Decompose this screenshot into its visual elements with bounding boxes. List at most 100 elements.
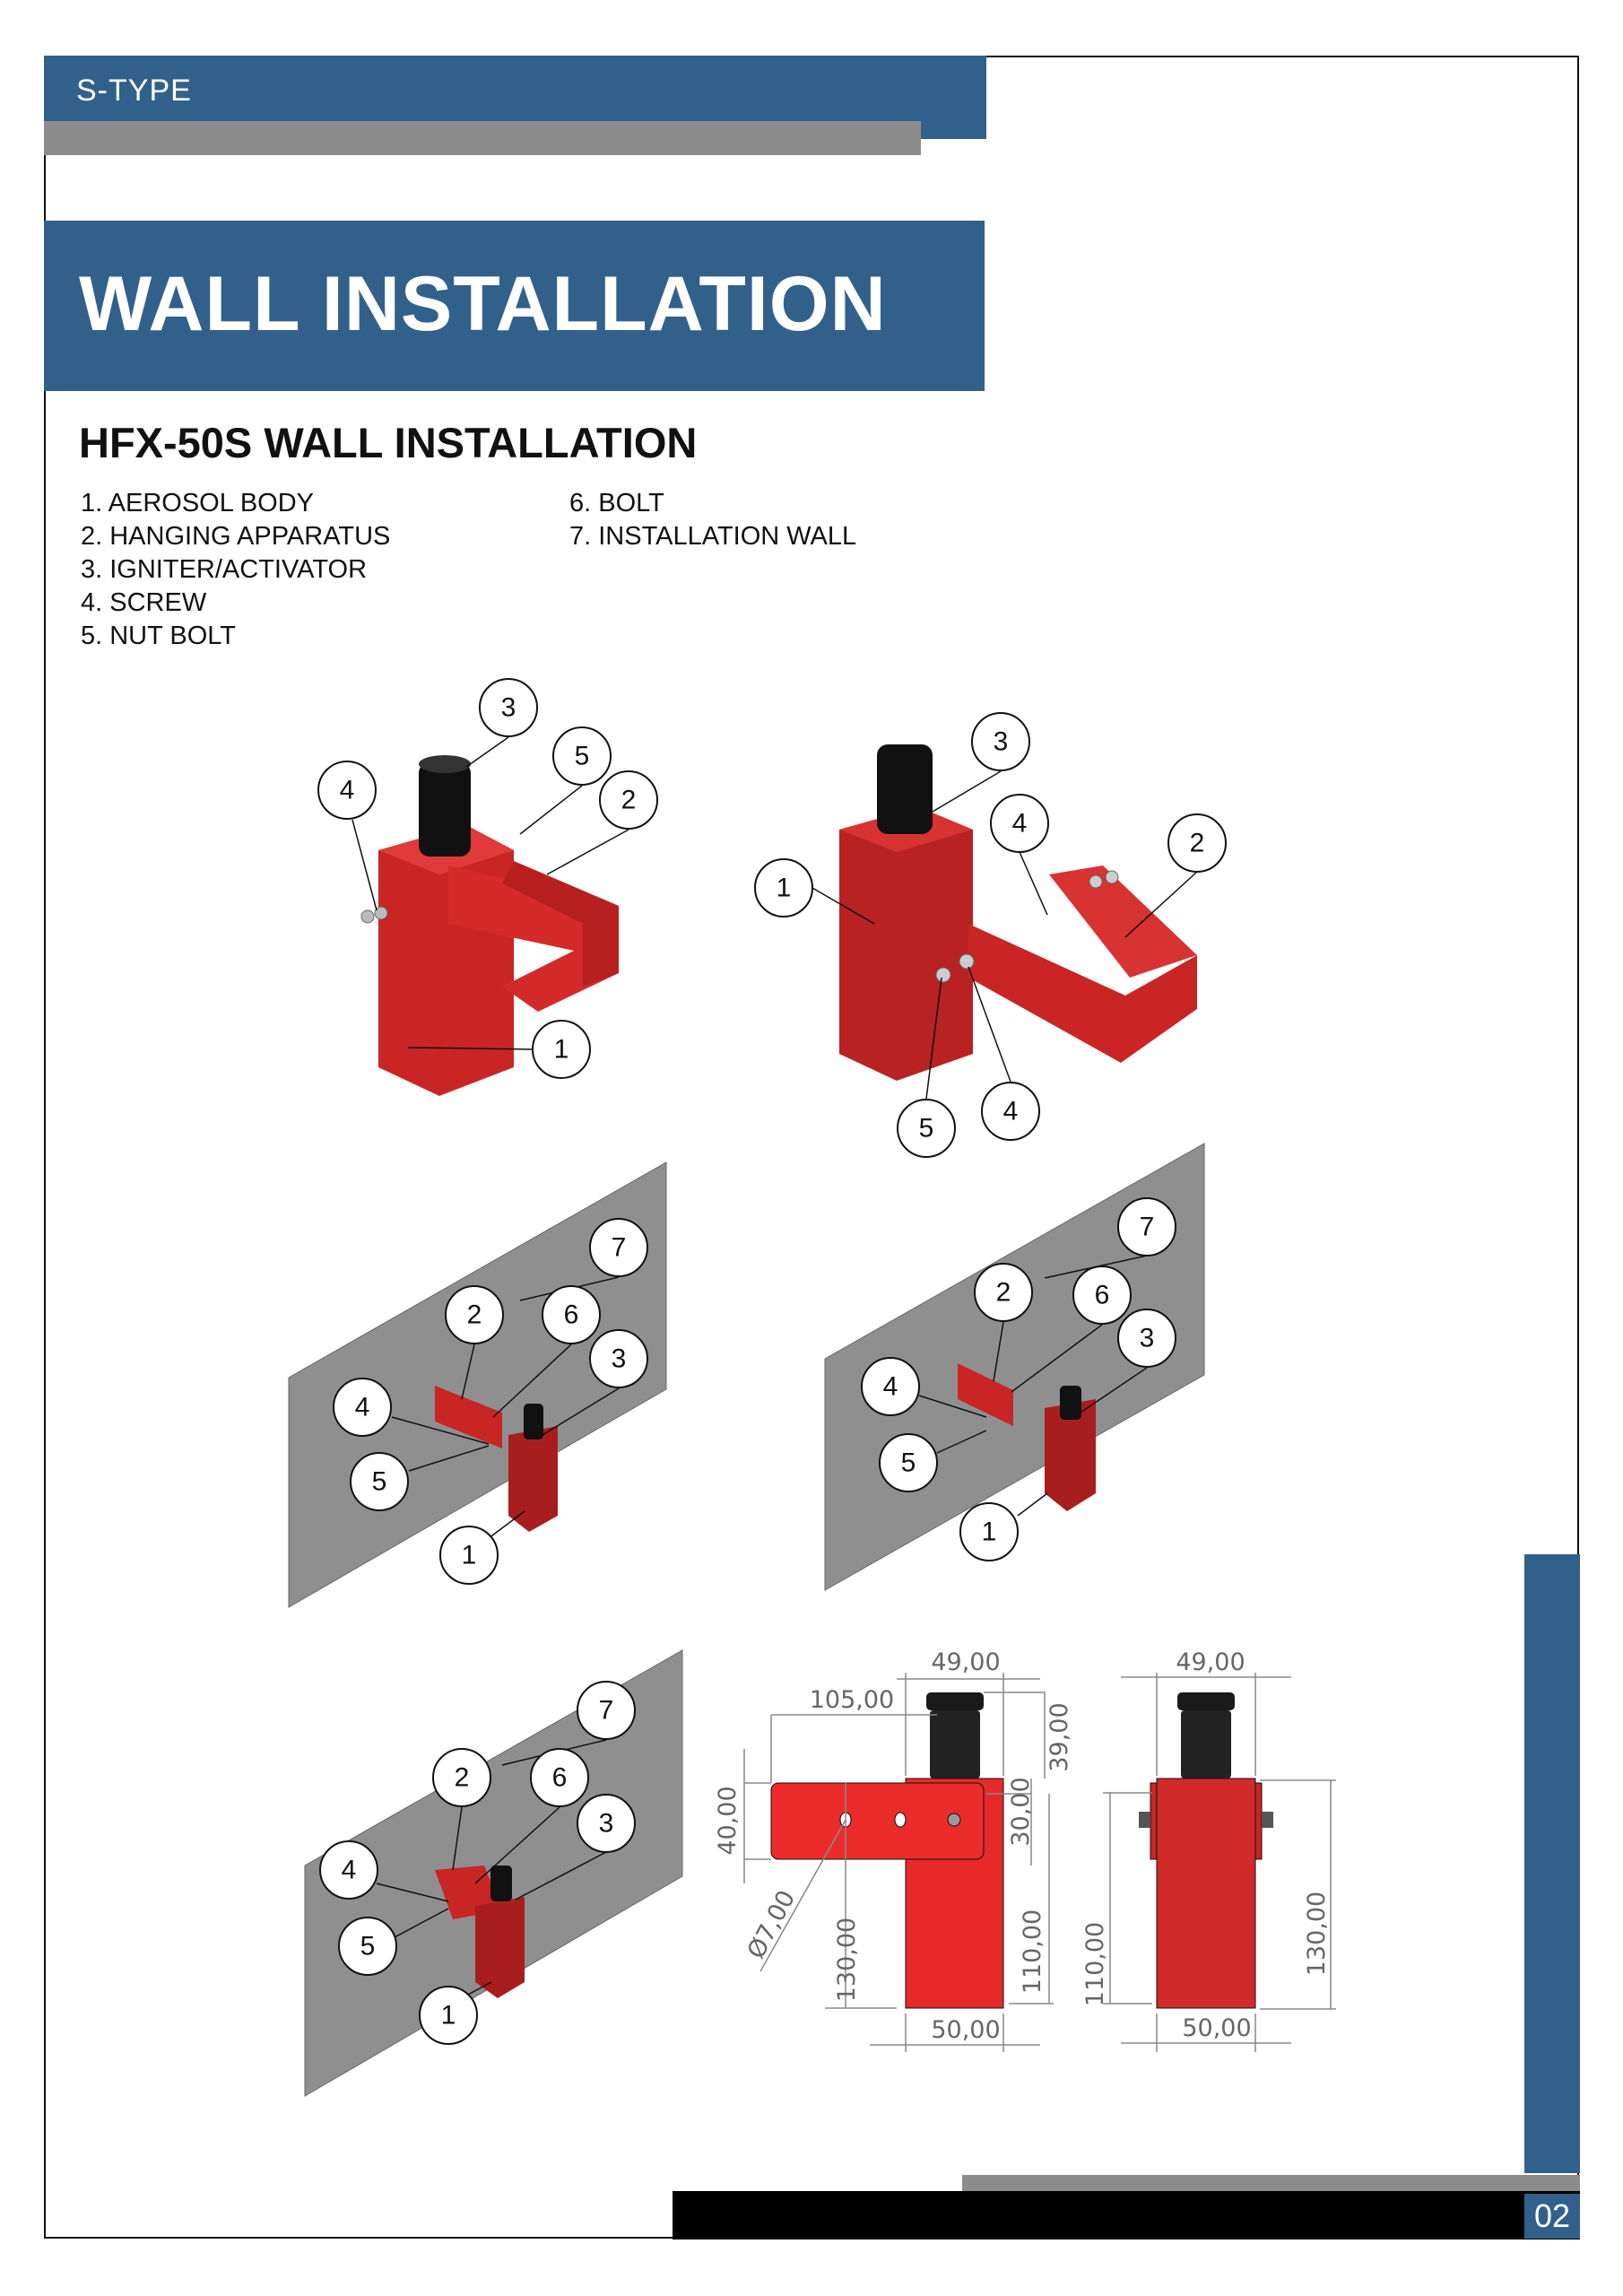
part-item: 4. SCREW (81, 588, 207, 617)
exploded-view-1: 3 5 2 4 1 (317, 678, 658, 1096)
svg-text:7: 7 (1140, 1213, 1155, 1242)
callout-7: 7 (577, 1681, 636, 1740)
svg-text:2: 2 (455, 1763, 470, 1793)
svg-text:5: 5 (901, 1448, 916, 1478)
svg-text:3: 3 (599, 1809, 614, 1839)
title-band (44, 221, 985, 391)
svg-text:50,00: 50,00 (1182, 2014, 1251, 2042)
part-item: 6. BOLT (569, 489, 664, 517)
callout-2: 2 (432, 1748, 491, 1807)
callout-1: 1 (439, 1526, 499, 1585)
parts-list-1: 1. AEROSOL BODY 2. HANGING APPARATUS 3. … (81, 487, 390, 653)
callout-2: 2 (445, 1285, 504, 1344)
svg-text:2: 2 (467, 1300, 482, 1330)
callout-4: 4 (317, 761, 377, 820)
callout-6: 6 (1072, 1265, 1132, 1325)
svg-text:110,00: 110,00 (1081, 1922, 1109, 2006)
svg-text:4: 4 (883, 1372, 898, 1402)
callout-4: 4 (333, 1378, 392, 1437)
svg-text:49,00: 49,00 (1176, 1648, 1245, 1676)
callout-6: 6 (530, 1748, 589, 1807)
svg-text:1: 1 (554, 1035, 569, 1065)
callout-5: 5 (552, 726, 612, 786)
svg-text:49,00: 49,00 (931, 1648, 1000, 1676)
svg-text:6: 6 (552, 1763, 568, 1793)
callout-1: 1 (959, 1502, 1019, 1561)
callout-2: 2 (599, 770, 658, 830)
svg-text:4: 4 (342, 1856, 357, 1885)
svg-text:3: 3 (612, 1344, 627, 1374)
side-accent-stripe (1524, 1554, 1580, 2173)
svg-text:3: 3 (994, 727, 1009, 757)
part-item: 7. INSTALLATION WALL (569, 522, 857, 551)
callout-3: 3 (479, 678, 538, 737)
svg-text:110,00: 110,00 (1019, 1909, 1046, 1994)
svg-text:6: 6 (1095, 1281, 1110, 1310)
callout-2: 2 (974, 1263, 1033, 1322)
callout-2: 2 (1167, 813, 1227, 873)
subtitle: HFX-50S WALL INSTALLATION (79, 419, 698, 466)
svg-text:1: 1 (462, 1541, 477, 1570)
svg-text:5: 5 (575, 742, 590, 771)
part-item: 3. IGNITER/ACTIVATOR (81, 555, 368, 584)
svg-text:39,00: 39,00 (1046, 1702, 1073, 1771)
svg-text:2: 2 (621, 786, 637, 815)
svg-text:1: 1 (777, 874, 792, 903)
svg-text:2: 2 (1190, 829, 1205, 858)
callout-4: 4 (981, 1082, 1040, 1141)
callout-4: 4 (861, 1357, 920, 1416)
dimension-drawing-front: 49,00 105,00 39,00 40,00 30,00 Ø7,00 130… (714, 1648, 1073, 2052)
svg-text:5: 5 (919, 1114, 934, 1144)
svg-text:3: 3 (1140, 1324, 1155, 1353)
wall-view-2: 7 2 6 3 4 5 1 (824, 1143, 1205, 1591)
callout-7: 7 (589, 1218, 648, 1277)
page-title: WALL INSTALLATION (79, 261, 887, 347)
callout-7: 7 (1117, 1197, 1176, 1257)
callout-1: 1 (754, 858, 813, 918)
svg-text:4: 4 (340, 776, 355, 805)
footer-gray-bar (962, 2175, 1580, 2195)
callout-3: 3 (589, 1329, 648, 1388)
svg-text:5: 5 (360, 1932, 376, 1961)
part-item: 5. NUT BOLT (81, 622, 236, 650)
svg-text:5: 5 (372, 1467, 387, 1497)
callout-1: 1 (532, 1020, 591, 1079)
callout-5: 5 (897, 1099, 956, 1158)
section-gray-bar (44, 121, 921, 155)
callout-5: 5 (879, 1433, 938, 1492)
svg-text:Ø7,00: Ø7,00 (742, 1886, 802, 1963)
svg-text:6: 6 (564, 1300, 579, 1330)
svg-text:105,00: 105,00 (810, 1686, 894, 1714)
footer-black-bar (673, 2191, 1580, 2239)
svg-text:1: 1 (441, 2001, 456, 2031)
svg-text:50,00: 50,00 (931, 2016, 1000, 2044)
svg-text:2: 2 (996, 1278, 1011, 1308)
svg-text:4: 4 (1003, 1097, 1019, 1126)
callout-4: 4 (990, 794, 1049, 853)
svg-text:3: 3 (501, 693, 516, 723)
svg-text:130,00: 130,00 (1303, 1892, 1331, 1976)
callout-4: 4 (319, 1840, 378, 1900)
svg-text:30,00: 30,00 (1007, 1777, 1035, 1846)
section-label: S-TYPE (76, 74, 192, 108)
dimension-drawing-side: 49,00 110,00 130,00 50,00 (1081, 1648, 1336, 2052)
callout-6: 6 (542, 1285, 601, 1344)
wall-view-3: 7 2 6 3 4 5 1 (304, 1649, 683, 2097)
svg-text:4: 4 (1012, 809, 1028, 839)
wall-view-1: 7 2 6 3 4 5 1 (288, 1161, 667, 1608)
page-number: 02 (1524, 2194, 1580, 2239)
exploded-view-2: 3 4 2 1 5 4 (754, 712, 1227, 1158)
svg-text:4: 4 (355, 1393, 370, 1422)
svg-text:7: 7 (612, 1233, 627, 1263)
part-item: 2. HANGING APPARATUS (81, 522, 391, 551)
part-item: 1. AEROSOL BODY (81, 489, 315, 517)
callout-3: 3 (971, 712, 1030, 771)
callout-3: 3 (577, 1794, 636, 1853)
callout-5: 5 (338, 1917, 397, 1976)
svg-text:40,00: 40,00 (714, 1786, 742, 1855)
svg-text:7: 7 (599, 1696, 614, 1726)
parts-list-2: 6. BOLT 7. INSTALLATION WALL (569, 487, 856, 553)
callout-5: 5 (350, 1452, 409, 1511)
callout-3: 3 (1117, 1309, 1176, 1368)
